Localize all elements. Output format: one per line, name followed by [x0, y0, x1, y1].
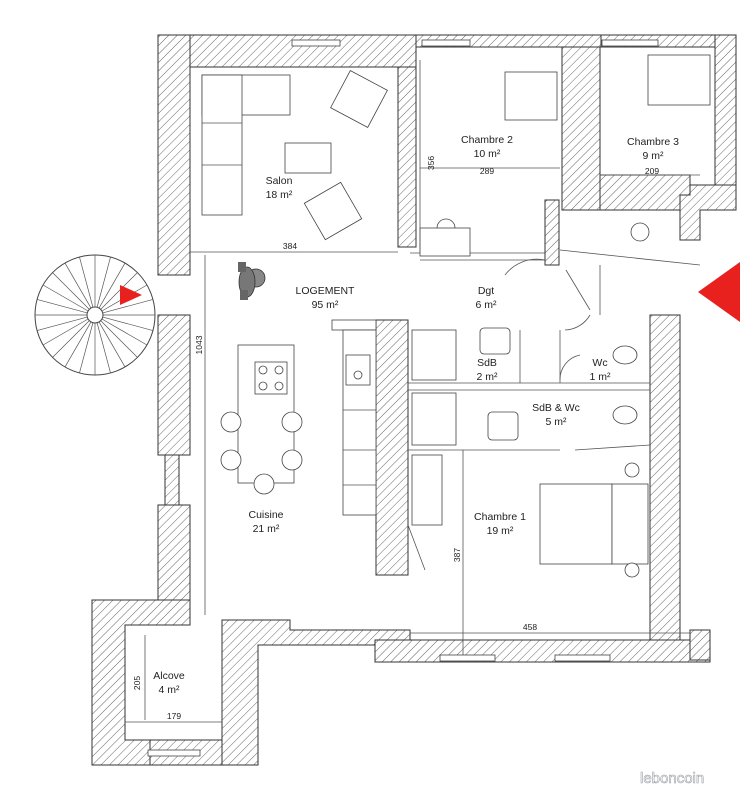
- wall-bottom-right: [689, 629, 711, 661]
- wall-left-window: [164, 454, 180, 506]
- stair-step: [100, 320, 138, 358]
- beds: [419, 54, 711, 578]
- room-name-alcove: Alcove: [153, 670, 185, 682]
- room-labels: LOGEMENT 95 m² Salon 18 m² Chambre 2 10 …: [153, 134, 679, 696]
- wall-right-chambre1: [649, 314, 681, 641]
- wall-right-chambre3: [714, 34, 737, 211]
- dimension-chambre2-width: 289: [480, 166, 494, 176]
- kitchen-island: [220, 344, 303, 495]
- room-name-chambre3: Chambre 3: [627, 136, 679, 148]
- wall-left-salon: [157, 34, 191, 276]
- wall-right-step: [679, 184, 737, 241]
- bed-chambre3: [647, 54, 711, 106]
- stair-step: [36, 299, 88, 314]
- entrance-arrow-icon: [698, 262, 740, 322]
- bathroom-fixtures: [411, 327, 638, 526]
- room-area-logement: 95 m²: [312, 299, 339, 311]
- windows: [147, 39, 659, 757]
- stair-step: [79, 256, 94, 308]
- stair-step: [100, 272, 138, 310]
- wall-kitchen-chambre1: [375, 319, 409, 576]
- room-area-chambre2: 10 m²: [474, 148, 501, 160]
- watermark: leboncoin: [640, 770, 704, 787]
- window-salon: [291, 39, 341, 47]
- wall-alcove: [91, 599, 191, 766]
- dimension-labels: 384 356 289 209 1043 387 458 205 179: [132, 156, 659, 721]
- room-name-sdbwc: SdB & Wc: [532, 402, 580, 414]
- room-area-dgt: 6 m²: [476, 299, 498, 311]
- dimension-chambre3-width: 209: [645, 166, 659, 176]
- wall-chambre3-bottom: [599, 174, 691, 211]
- room-name-chambre1: Chambre 1: [474, 511, 526, 523]
- stair-step: [36, 316, 88, 331]
- room-name-wc: Wc: [592, 357, 607, 369]
- room-area-alcove: 4 m²: [159, 684, 181, 696]
- stair-step: [64, 321, 92, 368]
- room-area-wc: 1 m²: [590, 371, 612, 383]
- stair-step: [64, 262, 92, 309]
- room-name-chambre2: Chambre 2: [461, 134, 513, 146]
- stair-step: [42, 318, 89, 346]
- bed-chambre2: [504, 71, 558, 121]
- stair-step: [102, 299, 154, 314]
- room-area-chambre3: 9 m²: [643, 150, 665, 162]
- person-icon: [238, 262, 266, 300]
- stair-step: [98, 321, 126, 368]
- dimension-chambre1-height: 387: [452, 548, 462, 562]
- dimension-alcove-width: 179: [167, 711, 181, 721]
- dimension-lines: [125, 60, 700, 723]
- room-area-salon: 18 m²: [266, 189, 293, 201]
- stair-step: [102, 316, 154, 331]
- dimension-chambre2-height: 356: [426, 156, 436, 170]
- room-name-dgt: Dgt: [478, 285, 494, 297]
- wall-left-middle: [157, 314, 191, 456]
- stair-step: [52, 320, 90, 358]
- stair-step: [96, 322, 111, 374]
- room-name-sdb: SdB: [477, 357, 497, 369]
- window-chambre2: [421, 39, 471, 47]
- wall-dgt-right: [544, 199, 560, 266]
- dimension-alcove-height: 205: [132, 676, 142, 690]
- stair-step: [79, 322, 94, 374]
- room-area-chambre1: 19 m²: [487, 525, 514, 537]
- wall-salon-chambre2: [397, 66, 417, 248]
- window-chambre1-a: [439, 654, 496, 662]
- room-area-sdbwc: 5 m²: [546, 416, 568, 428]
- partitions: [408, 249, 701, 451]
- wall-top-salon: [157, 34, 417, 68]
- wall-bottom: [374, 639, 711, 663]
- stair-step: [96, 256, 111, 308]
- dimension-living-height: 1043: [194, 335, 204, 354]
- window-chambre1-b: [554, 654, 611, 662]
- window-alcove: [147, 749, 201, 757]
- stair-step: [52, 272, 90, 310]
- wall-left-lower: [157, 504, 191, 606]
- spiral-staircase-icon: [34, 254, 156, 376]
- entrance-arrow-icon: [120, 285, 142, 305]
- stair-step: [101, 318, 148, 346]
- dimension-chambre1-width: 458: [523, 622, 537, 632]
- window-chambre3: [601, 39, 659, 47]
- bed-chambre1: [539, 483, 613, 565]
- room-name-salon: Salon: [266, 175, 293, 187]
- room-area-sdb: 2 m²: [477, 371, 499, 383]
- stair-step: [42, 284, 89, 312]
- sofa: [201, 70, 388, 241]
- wall-chambre2-chambre3: [561, 46, 601, 211]
- stair-step: [98, 262, 126, 309]
- kitchen-counter: [331, 319, 377, 516]
- room-name-cuisine: Cuisine: [248, 509, 283, 521]
- dimension-salon-width: 384: [283, 241, 297, 251]
- room-name-logement: LOGEMENT: [296, 285, 356, 297]
- room-area-cuisine: 21 m²: [253, 523, 280, 535]
- doors: [407, 258, 651, 571]
